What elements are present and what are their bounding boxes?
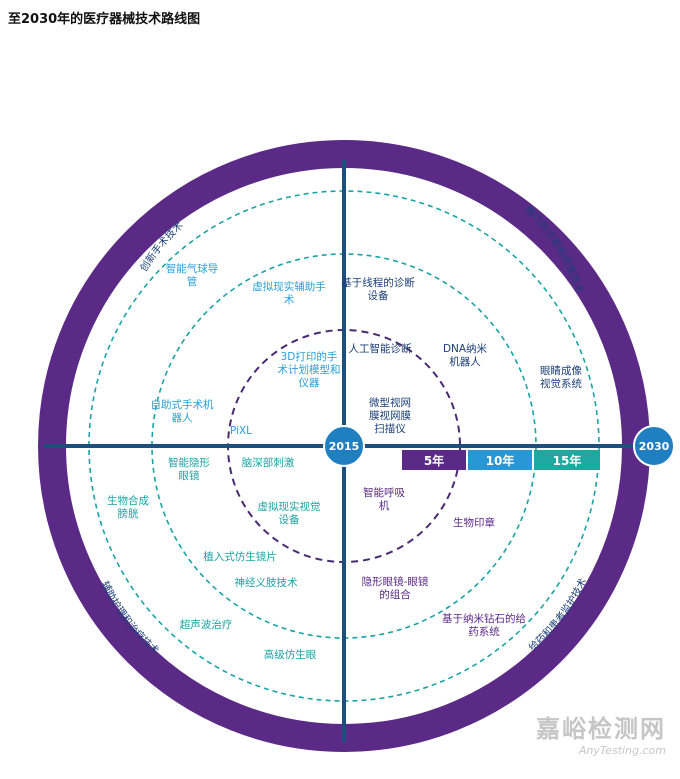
item-vr-assisted-surgery: 虚拟现实辅助手术	[252, 280, 326, 306]
timeline-label-10: 10年	[486, 453, 515, 468]
item-thread-based-diagnostics: 基于线程的诊断设备	[341, 276, 415, 302]
item-smart-balloon-catheter: 智能气球导管	[166, 262, 219, 288]
watermark-cn: 嘉峪检测网	[536, 715, 666, 743]
item-smart-contact-lens: 智能隐形眼镜	[168, 456, 210, 482]
item-micro-retina-scanner: 微型视网膜视网膜扫描仪	[369, 396, 411, 435]
page-title: 至2030年的医疗器械技术路线图	[8, 12, 201, 27]
item-deep-brain-stimulation: 脑深部刺激	[242, 456, 295, 469]
watermark: 嘉峪检测网 AnyTesting.com	[536, 709, 666, 757]
item-ultrasound-therapy: 超声波治疗	[180, 618, 233, 631]
item-autonomous-surgical-robot: 自助式手术机器人	[151, 398, 214, 424]
item-bio-synthetic-bladder: 生物合成膀胱	[107, 494, 149, 520]
item-vr-vision-device: 虚拟现实视觉设备	[258, 500, 321, 526]
year-circle-start	[323, 425, 365, 467]
timeline-label-5: 5年	[424, 453, 444, 468]
item-advanced-bionic-eye: 高级仿生眼	[264, 648, 317, 661]
item-contact-lens-glasses-combo: 隐形眼镜-眼镜的组合	[362, 575, 429, 601]
item-implantable-bionic-lens: 植入式仿生镜片	[203, 550, 277, 563]
item-eye-imaging-system: 眼睛成像视觉系统	[540, 365, 582, 390]
timeline-bar-15	[534, 450, 600, 470]
item-bio-stamp: 生物印章	[453, 516, 495, 529]
item-neuro-prosthetics: 神经义肢技术	[235, 576, 298, 589]
item-dna-nanorobot: DNA纳米机器人	[443, 342, 488, 368]
end-year: 2030	[639, 440, 670, 453]
timeline-bar-5	[402, 450, 466, 470]
start-year: 2015	[329, 440, 360, 453]
item-smart-respirator: 智能呼吸机	[363, 486, 405, 512]
timeline-bar-10	[468, 450, 532, 470]
item-nanodiamond-drug-delivery: 基于纳米钻石的给药系统	[442, 612, 526, 638]
item-ai-diagnosis: 人工智能诊断	[349, 342, 412, 355]
item-3d-printed-surgical-models: 3D打印的手术计划模型和仪器	[278, 350, 341, 389]
timeline-label-15: 15年	[553, 453, 582, 468]
year-circle-end	[633, 425, 675, 467]
item-pixl: PiXL	[230, 425, 252, 437]
watermark-en: AnyTesting.com	[578, 744, 666, 757]
